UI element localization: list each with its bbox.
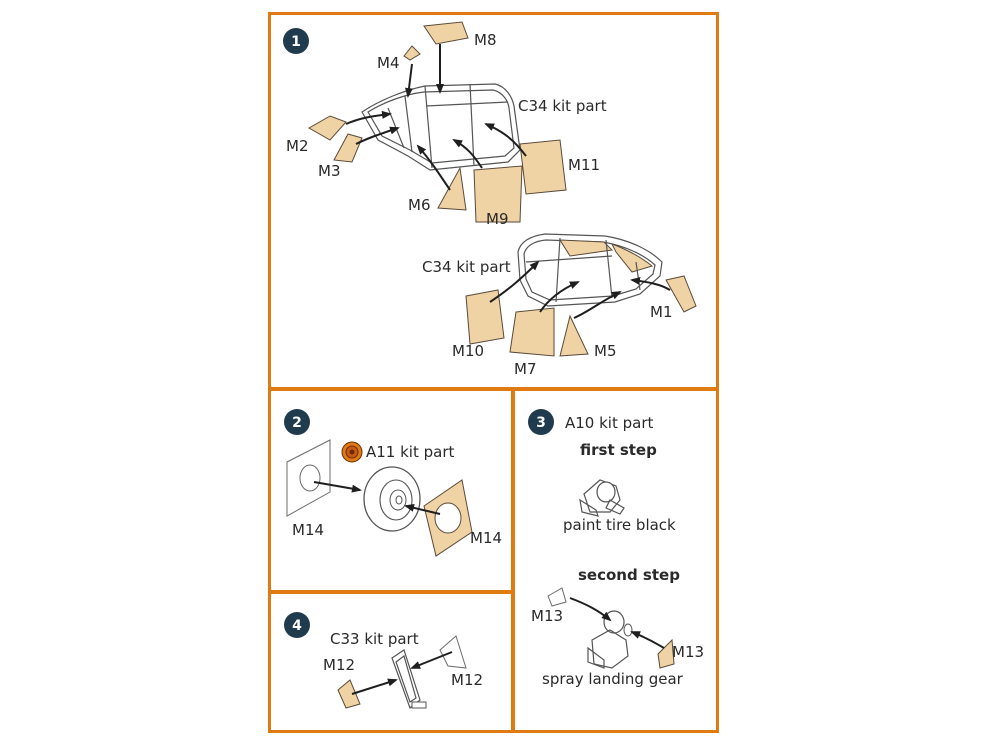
arrow-m10: [489, 260, 540, 303]
svg-text:1: 1: [291, 34, 301, 50]
mask-m2: [307, 115, 347, 141]
label-a10: A10 kit part: [565, 414, 654, 432]
mask-m3: [333, 133, 363, 163]
arrow-m5: [573, 291, 622, 319]
svg-text:3: 3: [536, 415, 546, 431]
wheel-drawing: [363, 466, 421, 532]
label-c33: C33 kit part: [330, 630, 419, 648]
arrow-m13-left: [569, 597, 612, 622]
mask-m11: [519, 139, 567, 195]
mask-m6: [437, 166, 467, 211]
arrow-m6: [416, 144, 451, 191]
label-m14-left: M14: [292, 521, 324, 539]
mask-m1: [665, 275, 697, 313]
canopy-frame-bottom: [517, 233, 663, 307]
label-first-step: first step: [580, 441, 657, 459]
mask-m8: [423, 21, 469, 45]
arrow-m14-right: [404, 503, 441, 515]
step-4-panel: [268, 591, 514, 733]
caption-first-step: paint tire black: [563, 516, 676, 534]
step-2-badge: 2: [284, 409, 310, 435]
mask-m5: [559, 314, 589, 357]
landing-gear-drawing-1: [579, 479, 625, 517]
step-1-badge: 1: [283, 28, 309, 54]
arrow-m2: [345, 110, 392, 125]
part-marker-icon: [341, 441, 363, 463]
arrow-m11: [484, 123, 527, 157]
mask-m13-tan: [657, 638, 675, 669]
label-m2: M2: [286, 137, 309, 155]
arrow-m3: [355, 126, 400, 145]
mask-m12-tan: [337, 679, 361, 709]
svg-text:2: 2: [292, 415, 302, 431]
arrow-m13-right: [630, 631, 665, 649]
arrow-m1: [630, 277, 671, 291]
arrow-m4: [405, 63, 413, 98]
mask-m9: [473, 165, 523, 223]
mask-m4: [403, 45, 421, 61]
caption-second-step: spray landing gear: [542, 670, 684, 688]
label-m3: M3: [318, 162, 341, 180]
label-m4: M4: [377, 54, 400, 72]
label-m9: M9: [486, 210, 509, 228]
label-m13-left: M13: [531, 607, 563, 625]
step-4-badge: 4: [284, 612, 310, 638]
label-m7: M7: [514, 360, 537, 378]
mask-m7: [509, 307, 555, 357]
label-m10: M10: [452, 342, 484, 360]
gear-door-drawing: [391, 649, 427, 709]
label-m12-right: M12: [451, 671, 483, 689]
arrow-m7: [539, 281, 580, 313]
step-3-panel: [512, 388, 719, 733]
label-a11: A11 kit part: [366, 443, 455, 461]
label-c34-top: C34 kit part: [518, 97, 607, 115]
arrow-m14-left: [313, 481, 362, 493]
label-m6: M6: [408, 196, 431, 214]
label-m1: M1: [650, 303, 673, 321]
label-m11: M11: [568, 156, 600, 174]
label-m13-right: M13: [672, 643, 704, 661]
canopy-frame-top: [361, 83, 521, 171]
mask-m13-clear: [547, 587, 567, 607]
mask-m12-clear: [439, 635, 467, 669]
label-m8: M8: [474, 31, 497, 49]
label-m5: M5: [594, 342, 617, 360]
label-m12-left: M12: [323, 656, 355, 674]
svg-text:4: 4: [292, 618, 302, 634]
label-second-step: second step: [578, 566, 680, 584]
label-m14-right: M14: [470, 529, 502, 547]
step-3-badge: 3: [528, 409, 554, 435]
label-c34-bottom: C34 kit part: [422, 258, 511, 276]
arrow-m12-left: [351, 678, 398, 695]
mask-m10: [465, 289, 505, 345]
arrow-m9: [452, 139, 483, 169]
arrow-m12-right: [410, 651, 453, 669]
